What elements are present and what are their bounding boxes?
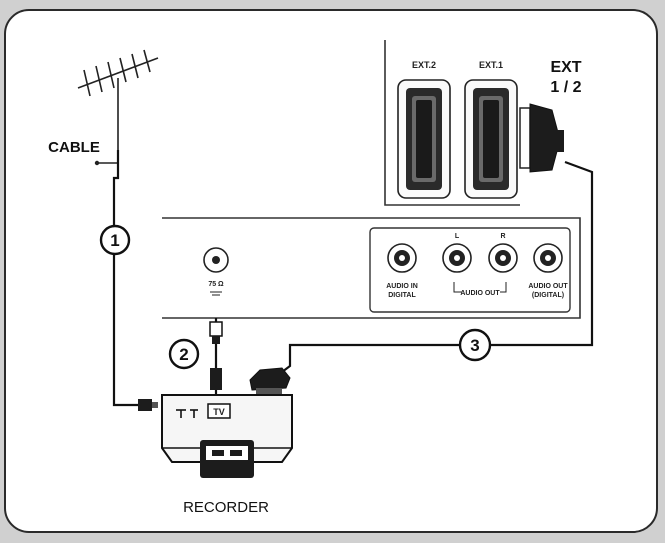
audio-out-r-jack (488, 243, 518, 273)
cable-label: CABLE (48, 139, 100, 156)
ext-main-label-line1: EXT (550, 59, 581, 76)
cable-1-antenna-to-recorder (112, 150, 140, 407)
cable-3-scart (281, 160, 594, 373)
cable-feed-dot (94, 160, 100, 166)
audio-in-label-line2: DIGITAL (388, 292, 416, 299)
step-1-marker (99, 224, 131, 256)
audio-out-digital-label-line1: AUDIO OUT (528, 283, 568, 290)
ext2-scart-socket (397, 79, 451, 199)
step-3-marker (458, 328, 492, 362)
step-2-label: 2 (179, 345, 188, 364)
step-1-label: 1 (110, 231, 119, 250)
step-2-marker (168, 338, 200, 370)
audio-out-digital-jack (533, 243, 563, 273)
audio-out-label: AUDIO OUT (460, 290, 500, 297)
audio-in-digital-jack (387, 243, 417, 273)
ext1-scart-socket (464, 79, 518, 199)
audio-connector-box (369, 227, 571, 313)
antenna-socket-label: 75 Ω (208, 281, 224, 288)
audio-r-label: R (500, 233, 505, 240)
audio-out-label-bg (462, 287, 500, 297)
ext1-label: EXT.1 (479, 60, 503, 70)
tv-back-panel (162, 40, 581, 319)
audio-in-label-line1: AUDIO IN (386, 283, 418, 290)
audio-l-label: L (455, 233, 460, 240)
antenna-socket (203, 247, 229, 296)
recorder-antenna-plug-tip (152, 402, 158, 408)
recorder-tv-badge (207, 403, 231, 419)
scart-plug-tv (519, 103, 564, 173)
recorder-tv-badge-label: TV (213, 407, 225, 417)
ext2-label: EXT.2 (412, 60, 436, 70)
recorder-device (161, 394, 293, 478)
audio-out-digital-label-line2: (DIGITAL) (532, 292, 564, 299)
recorder-antenna-plug (138, 399, 152, 411)
recorder-label: RECORDER (183, 499, 269, 516)
cable-2-recorder-to-tv (209, 318, 223, 395)
audio-out-l-jack (442, 243, 472, 273)
scart-plug-recorder (249, 367, 291, 394)
step-3-label: 3 (470, 336, 479, 355)
ext-main-label-line2: 1 / 2 (550, 79, 581, 96)
antenna-icon (77, 49, 159, 150)
